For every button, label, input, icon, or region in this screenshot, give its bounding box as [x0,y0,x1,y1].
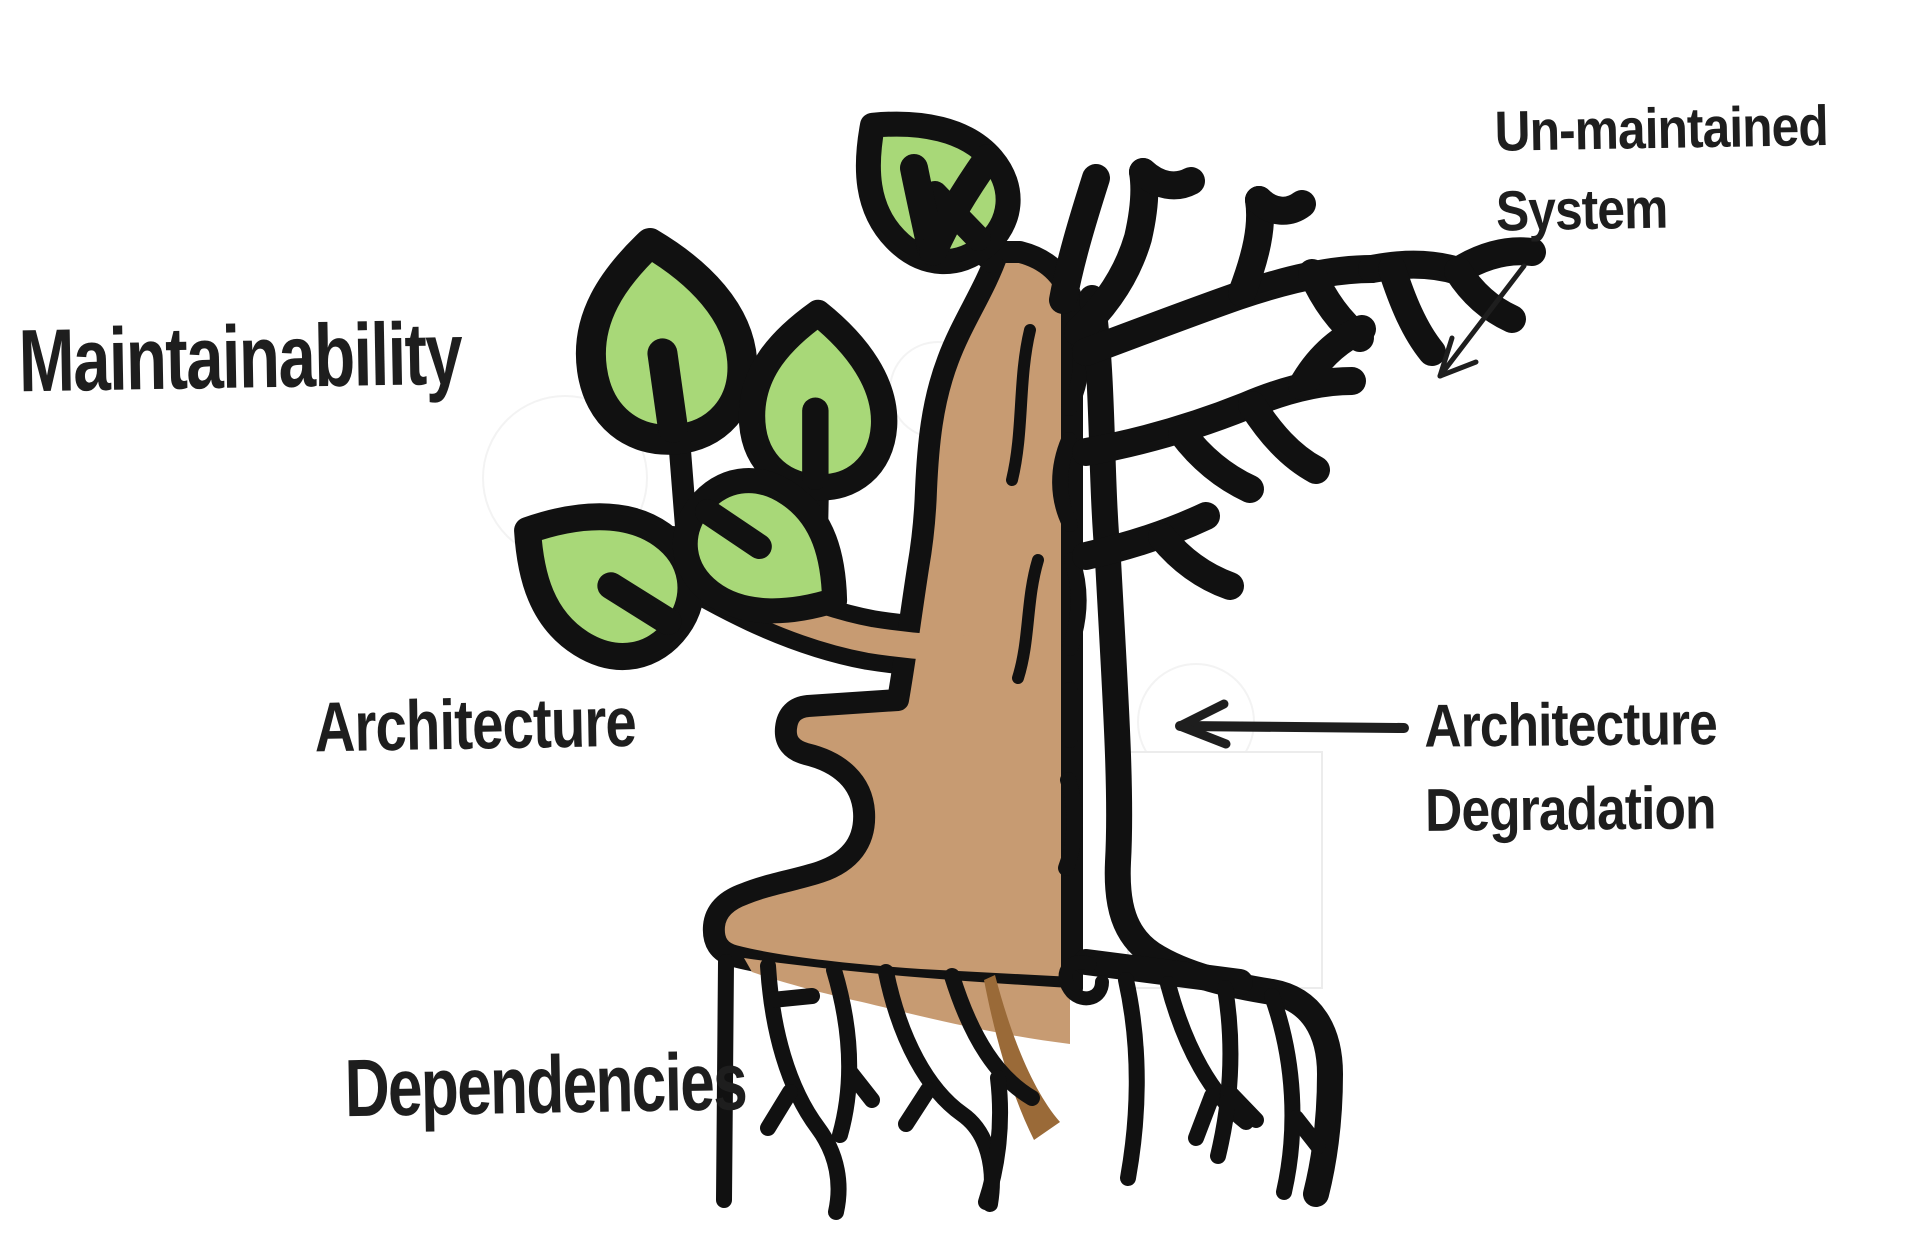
label-architecture-degradation: Architecture Degradation [1424,681,1718,852]
root-ridge [1073,949,1253,995]
leaf-upper-mid [752,313,884,487]
label-architecture: Architecture [313,681,637,767]
roots-left [716,954,1040,1220]
label-dependencies: Dependencies [343,1035,747,1134]
healthy-half [492,82,1083,1220]
label-unmaintained-line1: Un-maintained [1494,94,1829,164]
unmaintained-half [900,144,1546,1207]
arrow-unmaintained-system [1437,263,1527,379]
label-unmaintained-system: Un-maintained System [1494,86,1830,251]
root-curl [1058,955,1109,1006]
roots-right [1118,972,1326,1200]
leaf-upper-left [576,233,752,450]
bark-mark [1012,554,1044,684]
arrow-architecture-degradation [1175,699,1409,749]
bark-mark [1006,324,1036,486]
label-degradation-line2: Degradation [1424,773,1716,844]
trunk-right-edge [1079,285,1343,1207]
bare-branches [900,144,1546,600]
dark-root-wedge [984,975,1060,1140]
label-degradation-line1: Architecture [1424,689,1718,760]
label-maintainability: Maintainability [17,304,462,411]
root-soil-left [744,958,1070,1044]
annotation-arrows [1175,263,1527,749]
label-unmaintained-line2: System [1495,177,1668,244]
